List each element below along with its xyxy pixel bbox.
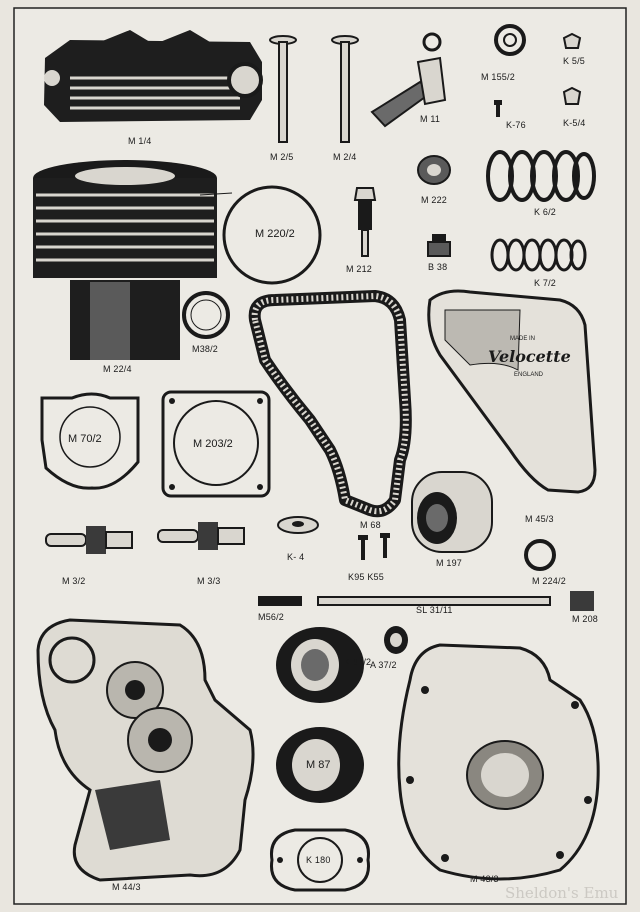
valve-spring-large	[486, 150, 596, 202]
gasket-ring-part	[222, 185, 322, 285]
base-gasket-square	[40, 392, 140, 490]
label-m43-3: M 43/3	[470, 874, 499, 884]
label-k95-k55: K95 K55	[348, 572, 384, 582]
cup-part	[417, 155, 451, 185]
label-k6-2: K 6/2	[534, 207, 556, 217]
label-m222: M 222	[421, 195, 447, 205]
label-k76: K-76	[506, 120, 526, 130]
velocette-logo: MADE IN Velocette ENGLAND	[488, 336, 571, 378]
label-m197: M 197	[436, 558, 462, 568]
screw-parts	[358, 533, 390, 560]
label-m70-2: M 70/2	[68, 433, 102, 445]
label-k5-4: K-5/4	[563, 118, 586, 128]
small-spring-and-collets	[494, 24, 582, 117]
svg-text:Velocette: Velocette	[488, 347, 571, 366]
label-m1-4: M 1/4	[128, 136, 152, 146]
rocker-part	[370, 32, 447, 128]
label-m11: M 11	[420, 114, 440, 124]
cylinder-barrel-part	[33, 160, 233, 360]
label-m87: M 87	[306, 759, 330, 771]
label-m68: M 68	[360, 520, 381, 530]
watermark: Sheldon's Emu	[505, 884, 619, 902]
flange-gasket	[269, 828, 371, 892]
label-m203-2: M 203/2	[193, 438, 233, 450]
label-b38: B 38	[428, 262, 447, 272]
part-labels: M 1/4 M 2/5 M 2/4 M 11 M 155/2 K 5/5 K-7…	[62, 56, 598, 892]
label-m220-2: M 220/2	[255, 228, 295, 240]
valve-spring-small	[490, 238, 587, 272]
label-m38-2: M38/2	[192, 344, 218, 354]
plug-part	[427, 234, 451, 257]
cam-spindle-parts	[45, 522, 245, 554]
ball-bearing-upper	[276, 627, 364, 703]
label-m45-3: M 45/3	[525, 514, 554, 524]
shaft-row	[258, 591, 594, 611]
label-m3-2: M 3/2	[62, 576, 86, 586]
tappet-part	[353, 187, 377, 257]
label-m3-3: M 3/3	[197, 576, 221, 586]
label-k7-2: K 7/2	[534, 278, 556, 288]
crankcase-right	[397, 643, 600, 881]
crankcase-left	[36, 618, 255, 882]
sleeve-part	[411, 471, 493, 553]
head-gasket-square	[161, 390, 271, 498]
label-m155-2: M 155/2	[481, 72, 515, 82]
outer-timing-cover	[427, 289, 597, 494]
valve-parts	[269, 35, 359, 143]
label-k87-2: K 87/2	[344, 657, 371, 667]
label-m22-4: M 22/4	[103, 364, 132, 374]
washer-part	[182, 291, 230, 339]
svg-text:ENGLAND: ENGLAND	[514, 372, 544, 378]
ball-bearing-lower	[276, 727, 364, 803]
cup-washer-part	[277, 516, 319, 534]
label-m224-2: M 224/2	[532, 576, 566, 586]
label-k4: K- 4	[287, 552, 304, 562]
cylinder-head-part	[44, 30, 263, 122]
label-m44-3: M 44/3	[112, 882, 141, 892]
oil-seal-ring	[524, 539, 556, 571]
label-m212: M 212	[346, 264, 372, 274]
label-k180: K 180	[306, 855, 331, 865]
label-m56-2: M56/2	[258, 612, 284, 622]
label-m2-4: M 2/4	[333, 152, 357, 162]
seal-part	[384, 626, 408, 654]
label-a37-2: A 37/2	[370, 660, 397, 670]
svg-text:MADE IN: MADE IN	[510, 336, 535, 342]
label-m208: M 208	[572, 614, 598, 624]
label-sl31-11: SL 31/11	[416, 605, 453, 615]
label-m2-5: M 2/5	[270, 152, 294, 162]
label-k5-5: K 5/5	[563, 56, 585, 66]
